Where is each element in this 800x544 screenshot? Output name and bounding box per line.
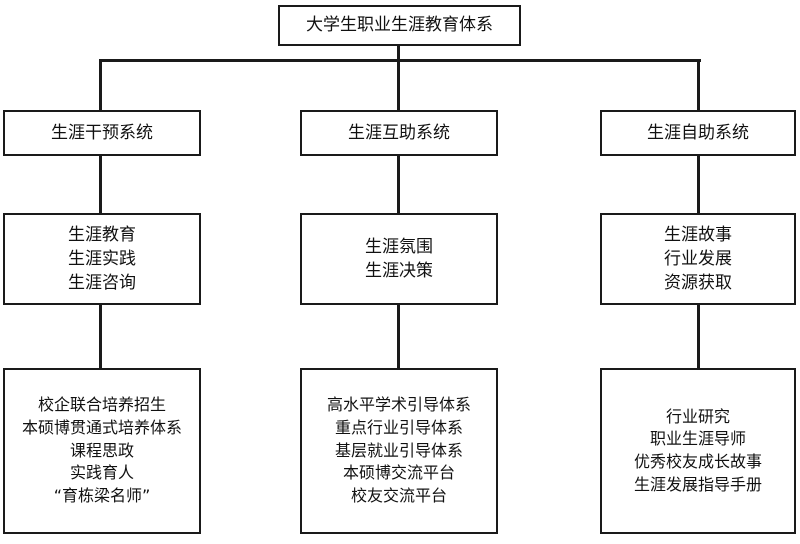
system-node-3-label: 生涯自助系统: [647, 122, 749, 143]
domain-node-2-item-1: 生涯氛围: [365, 236, 433, 257]
domain-node-1-item-2: 生涯实践: [68, 248, 136, 269]
measure-node-2-item-1: 高水平学术引导体系: [326, 395, 471, 415]
connector-column-2-row3-row4: [397, 303, 400, 370]
domain-node-3-item-3: 资源获取: [664, 273, 732, 294]
measure-node-2-item-4: 本硕博交流平台: [342, 463, 455, 483]
connector-bus-to-column-3: [697, 59, 700, 112]
measure-node-1-item-1: 校企联合培养招生: [37, 395, 166, 415]
domain-node-1-item-1: 生涯教育: [68, 224, 136, 245]
system-node-1: 生涯干预系统: [3, 110, 201, 156]
domain-node-1: 生涯教育 生涯实践 生涯咨询: [3, 213, 201, 305]
measure-node-2-item-5: 校友交流平台: [350, 486, 447, 506]
domain-node-3: 生涯故事 行业发展 资源获取: [600, 213, 796, 305]
measure-node-3: 行业研究 职业生涯导师 优秀校友成长故事 生涯发展指导手册: [600, 368, 796, 534]
measure-node-1-item-4: 实践育人: [69, 463, 134, 483]
connector-bus-to-column-1: [99, 59, 102, 112]
connector-column-3-row2-row3: [697, 154, 700, 215]
connector-column-1-row2-row3: [99, 154, 102, 215]
measure-node-1-item-5: “育栋梁名师”: [53, 486, 151, 506]
measure-node-3-item-2: 职业生涯导师: [649, 429, 746, 449]
measure-node-3-item-1: 行业研究: [665, 406, 730, 426]
measure-node-1: 校企联合培养招生 本硕博贯通式培养体系 课程思政 实践育人 “育栋梁名师”: [3, 368, 201, 534]
system-node-1-label: 生涯干预系统: [51, 122, 153, 143]
measure-node-3-item-3: 优秀校友成长故事: [633, 452, 762, 471]
system-node-2-label: 生涯互助系统: [348, 122, 450, 143]
domain-node-1-item-3: 生涯咨询: [68, 273, 136, 294]
connector-root-down: [397, 45, 400, 62]
connector-horizontal-bus: [99, 59, 701, 62]
measure-node-3-item-4: 生涯发展指导手册: [633, 474, 762, 494]
root-node: 大学生职业生涯教育体系: [278, 5, 521, 46]
measure-node-2-item-2: 重点行业引导体系: [334, 417, 463, 437]
system-node-2: 生涯互助系统: [300, 110, 498, 156]
measure-node-1-item-2: 本硕博贯通式培养体系: [21, 417, 182, 437]
measure-node-2: 高水平学术引导体系 重点行业引导体系 基层就业引导体系 本硕博交流平台 校友交流…: [300, 368, 498, 534]
domain-node-3-item-2: 行业发展: [664, 248, 732, 269]
connector-column-3-row3-row4: [697, 303, 700, 370]
root-node-label: 大学生职业生涯教育体系: [306, 15, 493, 36]
domain-node-2: 生涯氛围 生涯决策: [300, 213, 498, 305]
domain-node-3-item-1: 生涯故事: [664, 224, 732, 245]
measure-node-1-item-3: 课程思政: [69, 440, 134, 460]
system-node-3: 生涯自助系统: [600, 110, 796, 156]
connector-column-2-row2-row3: [397, 154, 400, 215]
connector-column-1-row3-row4: [99, 303, 102, 370]
domain-node-2-item-2: 生涯决策: [365, 261, 433, 281]
measure-node-2-item-3: 基层就业引导体系: [334, 440, 463, 460]
connector-bus-to-column-2: [397, 59, 400, 112]
